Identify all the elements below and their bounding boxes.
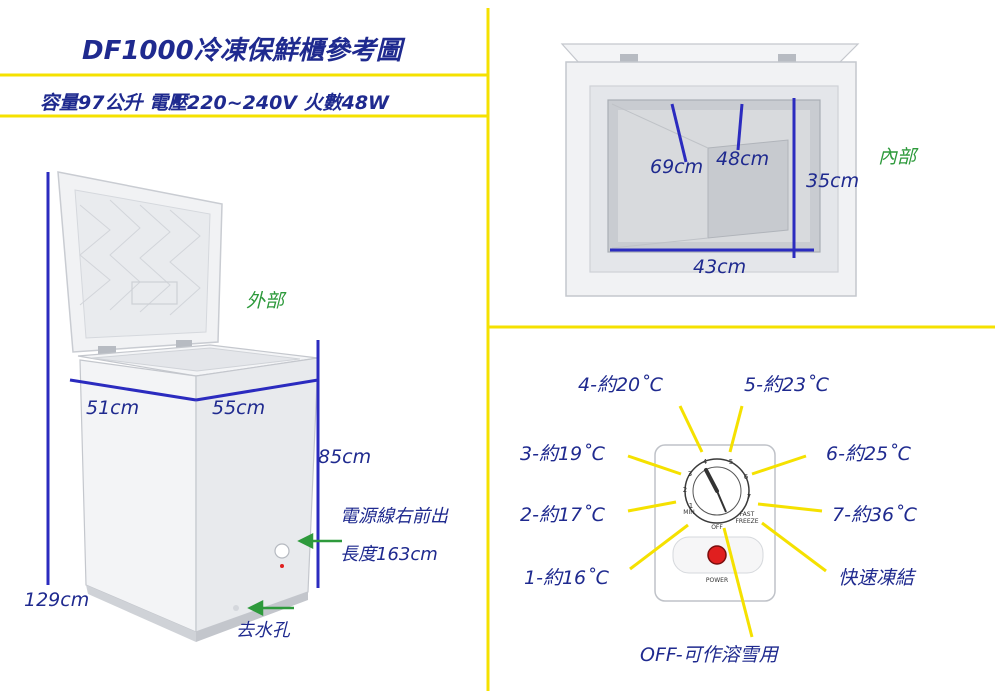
dial-setting-7: 7-約36˚C (832, 504, 917, 526)
power-cord-length-note: 長度163cm (340, 544, 438, 565)
dial-off-text: OFF (711, 524, 723, 531)
svg-text:7: 7 (747, 493, 751, 501)
interior-depth-label: 69cm (650, 156, 704, 178)
exterior-width-label: 55cm (212, 397, 266, 419)
dial-freeze-text: FREEZE (735, 518, 758, 525)
spec-line: 容量97公升 電壓220~240V 火數48W (40, 92, 390, 114)
svg-text:4: 4 (703, 458, 708, 466)
page-title: DF1000冷凍保鮮櫃參考圖 (82, 36, 402, 66)
drain-hole-note: 去水孔 (236, 620, 290, 641)
dial-setting-rays (627, 405, 827, 638)
green-arrows (247, 532, 342, 617)
svg-text:5: 5 (729, 458, 733, 466)
svg-text:1: 1 (689, 502, 693, 510)
svg-text:2: 2 (683, 486, 687, 494)
interior-dimension-lines (610, 98, 814, 258)
dial-setting-6: 6-約25˚C (826, 443, 911, 465)
dial-setting-off: OFF-可作溶雪用 (640, 644, 778, 666)
power-cord-note: 電源線右前出 (340, 506, 448, 527)
dial-setting-3: 3-約19˚C (520, 443, 605, 465)
yellow-dividers (0, 8, 995, 691)
exterior-body-height-label: 85cm (318, 446, 372, 468)
interior-divider-label: 48cm (716, 148, 770, 170)
dial-setting-4: 4-約20˚C (578, 374, 663, 396)
exterior-dimension-lines (46, 172, 320, 588)
svg-text:6: 6 (744, 473, 749, 481)
dial-setting-1: 1-約16˚C (524, 567, 609, 589)
freezer-interior-illustration (560, 43, 860, 297)
dial-min-text: MIN (683, 509, 694, 516)
exterior-total-height-label: 129cm (24, 589, 90, 611)
interior-height-label: 35cm (806, 170, 860, 192)
dial-power-text: POWER (706, 577, 728, 584)
thermostat-panel-illustration: MIN FAST FREEZE OFF 123 4 5 6 7 POWER (654, 444, 776, 602)
dial-fast-text: FAST (740, 511, 755, 518)
svg-text:3: 3 (688, 470, 692, 478)
exterior-depth-label: 51cm (86, 397, 140, 419)
interior-width-label: 43cm (693, 256, 747, 278)
exterior-section-label: 外部 (246, 290, 285, 312)
dial-setting-2: 2-約17˚C (520, 504, 605, 526)
dial-setting-fast-freeze: 快速凍結 (838, 567, 915, 589)
interior-section-label: 內部 (878, 146, 917, 168)
dial-setting-5: 5-約23˚C (744, 374, 829, 396)
freezer-exterior-illustration (57, 171, 319, 642)
